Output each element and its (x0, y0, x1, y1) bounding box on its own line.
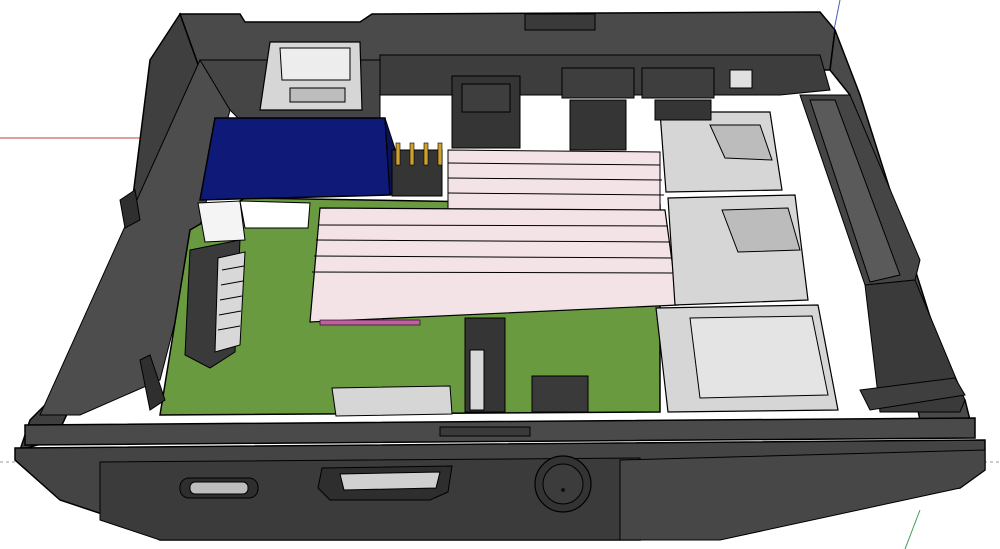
m2-slot (119, 189, 246, 411)
green-axis-line (904, 509, 921, 549)
ram-module (309, 149, 679, 326)
power-button[interactable] (534, 455, 592, 513)
usb-port (259, 41, 363, 111)
ethernet-port (561, 67, 839, 413)
pin-header (391, 75, 521, 197)
hdmi-port (179, 317, 589, 501)
